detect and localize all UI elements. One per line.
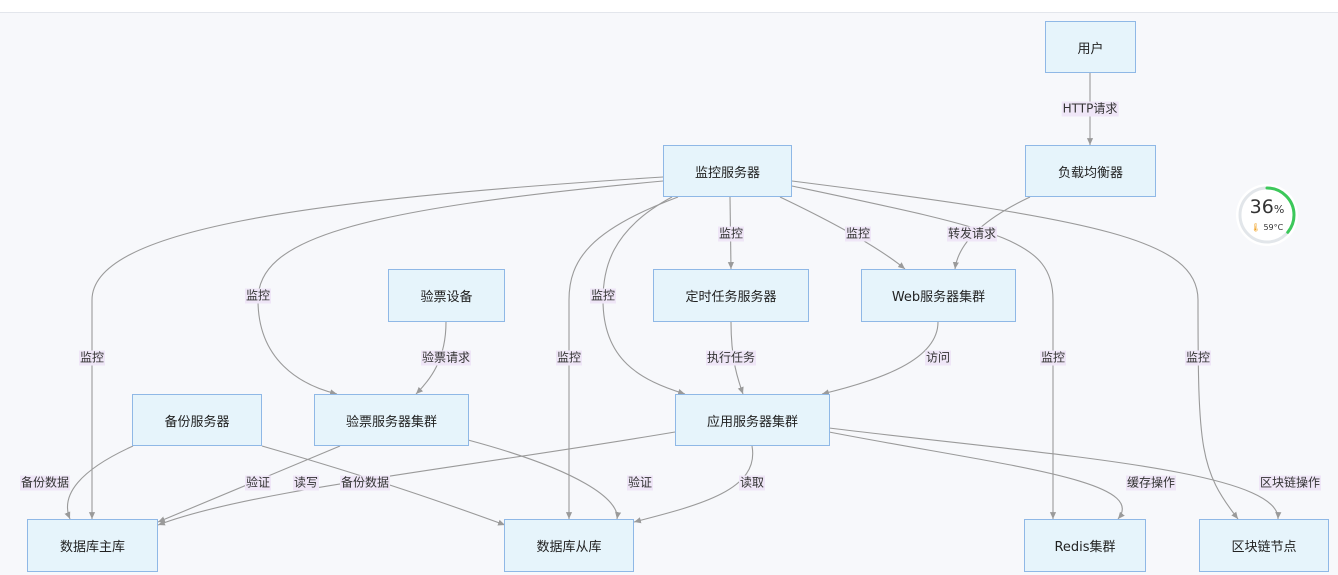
edge-label-monitor-slave: 监控	[555, 350, 583, 366]
node-ticket-device[interactable]: 验票设备	[388, 269, 505, 322]
edge-backup-slave	[261, 445, 506, 526]
node-db-master-label: 数据库主库	[59, 540, 125, 555]
edge-label-ticket-request: 验票请求	[420, 350, 472, 366]
node-redis-cluster[interactable]: Redis集群	[1024, 519, 1146, 572]
node-web-cluster[interactable]: Web服务器集群	[861, 269, 1016, 322]
node-blockchain[interactable]: 区块链节点	[1199, 519, 1329, 572]
edge-backup-master	[64, 445, 134, 520]
gauge-ring	[1236, 184, 1298, 246]
edge-label-http: HTTP请求	[1061, 101, 1119, 117]
gauge-temperature-value: 59°C	[1263, 223, 1284, 232]
node-user-label: 用户	[1077, 41, 1104, 57]
node-db-master[interactable]: 数据库主库	[27, 519, 158, 572]
edge-label-read: 读取	[738, 475, 766, 491]
node-load-balancer-label: 负载均衡器	[1057, 165, 1123, 181]
node-app-cluster-label: 应用服务器集群	[706, 414, 798, 430]
top-bar	[0, 0, 1338, 13]
node-blockchain-label: 区块链节点	[1231, 540, 1297, 555]
edge-label-monitor-cron: 监控	[717, 226, 745, 242]
edge-ticket-slave	[467, 439, 622, 520]
gauge-temperature: 🌡 59°C	[1235, 223, 1299, 232]
gauge-percent: 36%	[1235, 196, 1299, 218]
edge-label-monitor-app: 监控	[589, 288, 617, 304]
node-app-cluster[interactable]: 应用服务器集群	[675, 394, 830, 446]
edge-label-verify-master: 验证	[244, 475, 272, 491]
edge-label-monitor-master: 监控	[78, 350, 106, 366]
edge-label-chain-op: 区块链操作	[1258, 475, 1322, 491]
node-ticket-device-label: 验票设备	[420, 290, 473, 305]
node-cron-server[interactable]: 定时任务服务器	[653, 269, 809, 322]
edge-mon-master	[88, 176, 664, 519]
edge-mon-redis	[791, 185, 1057, 519]
resource-gauge[interactable]: 36% 🌡 59°C	[1235, 183, 1299, 247]
edge-label-monitor-redis: 监控	[1039, 350, 1067, 366]
gauge-percent-value: 36	[1249, 196, 1274, 218]
edge-label-monitor-chain: 监控	[1184, 350, 1212, 366]
edge-label-access: 访问	[924, 350, 952, 366]
edge-label-monitor-ticket: 监控	[244, 288, 272, 304]
edge-ticketdev-cluster	[415, 321, 447, 395]
node-monitor-server-label: 监控服务器	[694, 165, 760, 181]
edge-mon-chain	[791, 180, 1239, 520]
node-backup-server[interactable]: 备份服务器	[132, 394, 262, 446]
node-cron-server-label: 定时任务服务器	[685, 290, 777, 305]
node-load-balancer[interactable]: 负载均衡器	[1025, 145, 1156, 197]
edge-label-backup-data-master: 备份数据	[19, 475, 71, 491]
edge-cron-app	[730, 321, 744, 395]
node-db-slave[interactable]: 数据库从库	[504, 519, 634, 572]
edge-app-redis	[828, 431, 1125, 520]
edge-app-slave	[633, 445, 754, 524]
edge-label-readwrite: 读写	[292, 475, 320, 491]
node-ticket-cluster-label: 验票服务器集群	[345, 414, 437, 430]
node-ticket-cluster[interactable]: 验票服务器集群	[314, 394, 469, 446]
edge-label-cache-op: 缓存操作	[1125, 475, 1177, 491]
edge-label-backup-data-slave: 备份数据	[339, 475, 391, 491]
gauge-percent-unit: %	[1273, 203, 1285, 216]
edge-mon-slave	[565, 196, 679, 519]
node-backup-server-label: 备份服务器	[164, 414, 230, 430]
edge-label-monitor-web: 监控	[844, 226, 872, 242]
edge-label-exec-task: 执行任务	[705, 350, 757, 366]
node-user[interactable]: 用户	[1045, 21, 1136, 73]
edge-mon-ticket	[257, 180, 664, 396]
thermometer-icon: 🌡	[1250, 223, 1261, 232]
node-db-slave-label: 数据库从库	[536, 540, 602, 555]
edge-label-verify-slave: 验证	[626, 475, 654, 491]
edge-ticket-master	[157, 445, 341, 523]
gauge-progress-arc	[1238, 186, 1296, 244]
edge-web-app	[821, 321, 939, 396]
edge-mon-web	[779, 196, 906, 270]
node-redis-cluster-label: Redis集群	[1054, 540, 1116, 555]
edge-app-chain	[828, 427, 1282, 520]
edge-label-forward: 转发请求	[946, 226, 998, 242]
node-monitor-server[interactable]: 监控服务器	[663, 145, 792, 197]
node-web-cluster-label: Web服务器集群	[891, 290, 986, 305]
